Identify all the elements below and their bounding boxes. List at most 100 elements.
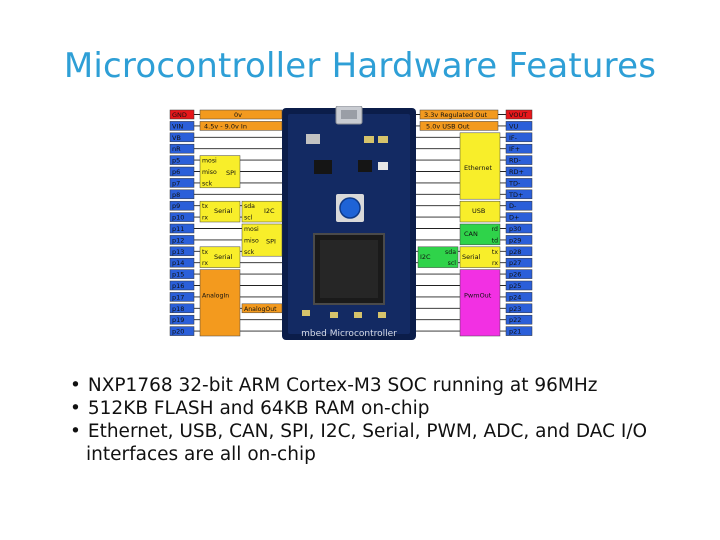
vu-box (419, 121, 499, 131)
analogout-box (241, 303, 283, 314)
left-pin-box (169, 155, 195, 165)
left-pin-label: p11 (172, 225, 184, 233)
left-pin-label: nR (172, 145, 181, 153)
left-pin-label: p16 (172, 282, 184, 290)
right-pin-labels: VOUTVUIF-IF+RD-RD+TD-TD+D-D+p30p29p28p27… (505, 109, 533, 336)
can-pin-label: td (492, 237, 498, 244)
feature-bullets: • NXP1768 32-bit ARM Cortex-M3 SOC runni… (70, 374, 710, 466)
usb-box (459, 200, 501, 223)
left-pin-box (169, 132, 195, 143)
mbed-pinout-diagram: mbed Microcontroller GNDVINVBnRp5p6p7p8p… (169, 106, 533, 340)
left-pin-box (169, 178, 195, 188)
right-pin-box (505, 269, 533, 279)
left-pin-box (169, 246, 195, 257)
right-pin-label: VU (509, 122, 518, 130)
vin-box (199, 121, 283, 131)
i2c1-name: I2C (264, 207, 275, 215)
bullet-symbol: • (70, 421, 81, 442)
left-pin-box (169, 326, 195, 336)
i2c2-name: I2C (420, 253, 431, 261)
right-pin-label: TD+ (508, 191, 523, 199)
can-pin-label: rd (492, 226, 498, 233)
right-pin-label: p23 (509, 305, 521, 313)
right-pin-box (505, 280, 533, 291)
slide-title: Microcontroller Hardware Features (63, 46, 657, 86)
analogin-box (199, 269, 241, 337)
i2c1-pin-label: sda (244, 203, 255, 210)
right-pin-label: D- (509, 202, 517, 210)
right-pin-label: TD- (508, 179, 521, 187)
right-pin-box (505, 223, 533, 234)
i2c2-box (417, 246, 459, 268)
left-pin-label: VIN (172, 122, 183, 130)
spi2-pin-label: miso (244, 237, 259, 244)
bullet-item: • Ethernet, USB, CAN, SPI, I2C, Serial, … (70, 420, 710, 443)
vin-label: 4.5v - 9.0v In (204, 122, 247, 130)
right-pin-label: p26 (509, 271, 521, 279)
serial3-pin-label: tx (492, 249, 498, 256)
left-pin-label: p15 (172, 271, 184, 279)
right-pin-label: IF+ (509, 145, 520, 153)
right-pin-box (505, 257, 533, 268)
left-pin-box (169, 292, 195, 302)
serial1-pin-label: rx (202, 215, 208, 222)
right-pin-box (505, 246, 533, 257)
right-pin-box (505, 303, 533, 314)
vout-label: 3.3v Regulated Out (424, 111, 487, 119)
right-pin-label: p24 (509, 293, 521, 301)
left-pin-label: p7 (172, 179, 180, 187)
spi2-pin-label: mosi (244, 226, 259, 233)
bullet-text: NXP1768 32-bit ARM Cortex-M3 SOC running… (87, 375, 598, 396)
right-pin-label: IF- (509, 134, 518, 142)
left-pin-box (169, 314, 195, 325)
i2c2-pin-label: sda (445, 249, 456, 256)
ethernet-box (459, 132, 501, 200)
serial1-pin-label: tx (202, 203, 208, 210)
left-pin-label: p8 (172, 191, 180, 199)
bullet-symbol: • (70, 398, 81, 419)
right-pin-label: p21 (509, 328, 521, 336)
left-pin-box (169, 143, 195, 154)
board-text: mbed Microcontroller (301, 329, 397, 339)
right-pin-box (505, 212, 533, 222)
pwmout-box (459, 269, 501, 337)
right-pin-label: RD+ (509, 168, 524, 176)
right-pin-label: D+ (509, 214, 519, 222)
left-pin-label: p20 (172, 328, 184, 336)
left-pin-box (169, 257, 195, 268)
i2c1-box (241, 200, 283, 223)
serial2-box (199, 246, 241, 268)
left-pin-label: p18 (172, 305, 184, 313)
left-pin-label: GND (172, 111, 187, 119)
bullet-continuation: interfaces are all on-chip (70, 443, 710, 466)
left-pin-box (169, 303, 195, 314)
i2c1-pin-label: scl (244, 215, 253, 222)
left-pin-box (169, 235, 195, 245)
serial2-pin-label: tx (202, 249, 208, 256)
serial1-name: Serial (214, 207, 233, 215)
left-pin-box (169, 109, 195, 120)
left-pin-label: p10 (172, 214, 184, 222)
right-pin-box (505, 189, 533, 200)
left-pin-box (169, 200, 195, 211)
left-pin-box (169, 280, 195, 291)
gnd-label: 0v (234, 111, 242, 119)
serial3-name: Serial (462, 253, 481, 261)
spi2-box (241, 223, 283, 257)
analogout-label: AnalogOut (244, 306, 277, 313)
vout-box (419, 109, 499, 120)
right-pin-label: VOUT (509, 111, 527, 119)
right-pin-box (505, 155, 533, 165)
right-pin-label: p29 (509, 236, 521, 244)
analogin-label: AnalogIn (202, 292, 229, 299)
left-pin-box (169, 121, 195, 131)
right-pin-label: p28 (509, 248, 521, 256)
right-pin-box (505, 292, 533, 302)
left-pin-box (169, 166, 195, 177)
reset-button (339, 197, 361, 219)
serial2-pin-label: rx (202, 260, 208, 267)
spi1-pin-label: miso (202, 169, 217, 176)
i2c2-pin-label: scl (448, 260, 457, 267)
right-pin-label: p30 (509, 225, 521, 233)
right-pin-box (505, 235, 533, 245)
